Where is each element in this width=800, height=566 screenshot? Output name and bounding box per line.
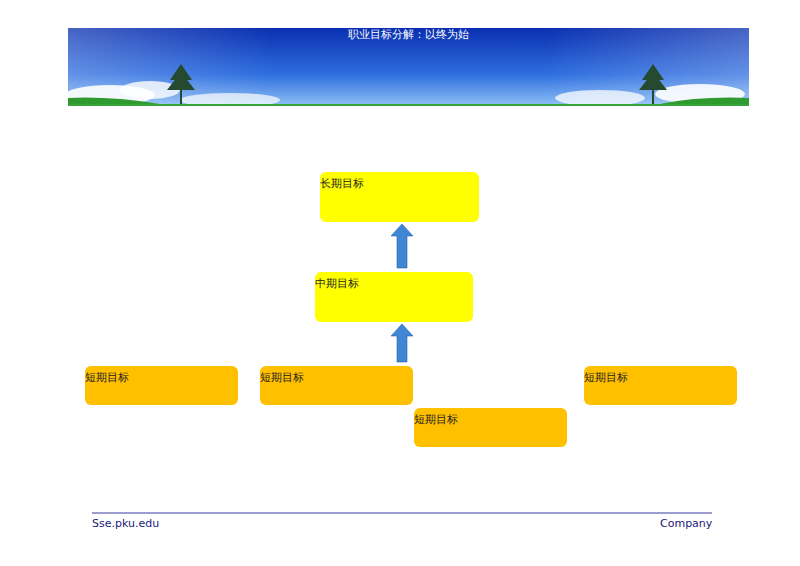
- goal-label: 中期目标: [315, 277, 361, 290]
- goal-box: 长期目标: [320, 172, 479, 222]
- footer-url: Sse.pku.edu: [92, 517, 159, 530]
- goal-label: 短期目标: [260, 371, 306, 384]
- goal-label: 长期目标: [320, 177, 366, 190]
- block-arrow: [391, 224, 413, 268]
- block-arrow: [391, 324, 413, 362]
- goal-label: 短期目标: [85, 371, 131, 384]
- goal-label: 短期目标: [584, 371, 630, 384]
- goal-label: 短期目标: [414, 413, 460, 426]
- footer-company: Company: [660, 517, 712, 530]
- goal-box: 短期目标: [414, 408, 567, 447]
- goal-box: 短期目标: [85, 366, 238, 405]
- goal-box: 中期目标: [315, 272, 473, 322]
- page-title: 职业目标分解：以终为始: [68, 28, 749, 42]
- goal-box: 短期目标: [260, 366, 413, 405]
- goal-box: 短期目标: [584, 366, 737, 405]
